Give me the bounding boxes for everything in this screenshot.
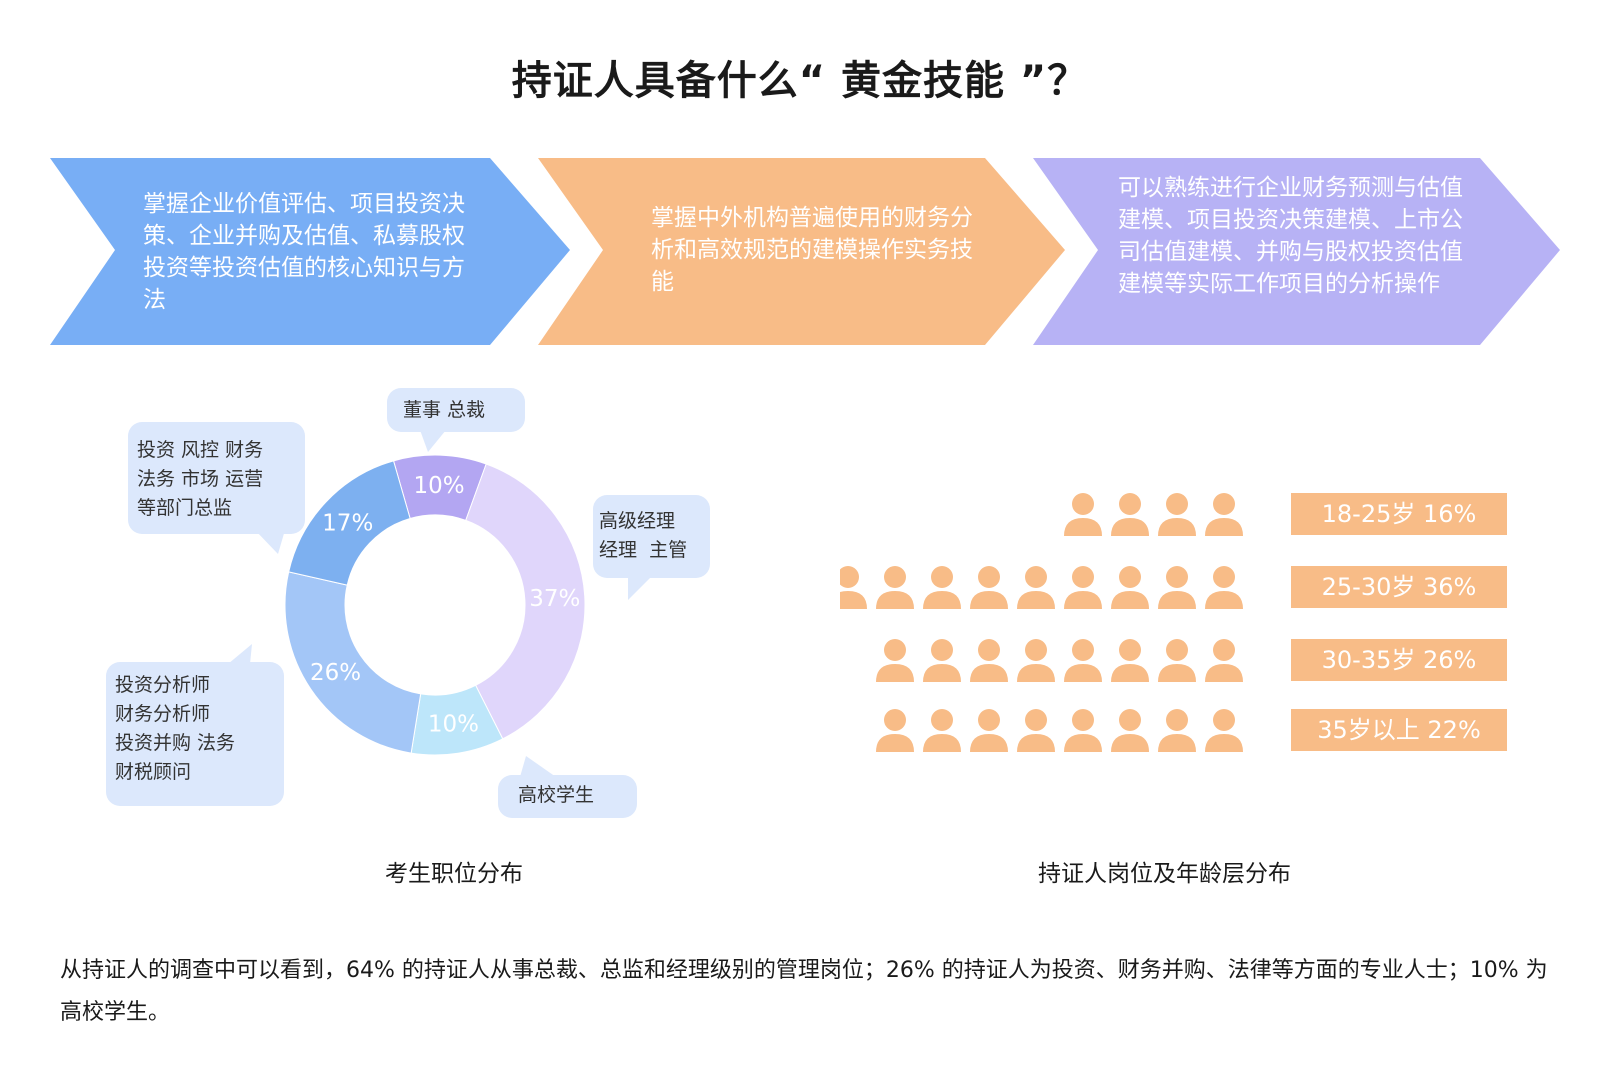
person-icon [1205,709,1243,752]
skill-text-2: 掌握中外机构普遍使用的财务分析和高效规范的建模操作实务技能 [651,205,973,295]
person-icon [876,566,914,609]
person-icon [970,639,1008,682]
person-icon [923,709,961,752]
person-icon [1158,566,1196,609]
person-icon [1111,566,1149,609]
person-icon [1111,709,1149,752]
donut-slice-label: 10% [428,712,479,738]
person-icon [923,566,961,609]
page-title: 持证人具备什么“ 黄金技能 ”？ [511,58,1089,104]
donut-slice-label: 10% [414,473,465,499]
callout-bottom-text: 高校学生 [518,784,595,806]
skill-chevron-3 [1033,158,1560,345]
person-icon [1205,639,1243,682]
pictograph-caption: 持证人岗位及年龄层分布 [1038,861,1291,887]
age-group-label: 35岁以上 22% [1291,709,1507,751]
person-icon [1017,709,1055,752]
person-icon [876,709,914,752]
person-icon [876,639,914,682]
callout-left-top-tail [255,530,285,554]
age-pictograph [840,493,1243,752]
person-icon [840,566,867,609]
person-icon [1205,493,1243,536]
donut-slice [284,571,422,754]
donut-slice-label: 17% [322,511,373,537]
donut-slice [288,460,411,586]
person-icon [970,709,1008,752]
donut-slice-label: 37% [529,586,580,612]
person-icon [1158,493,1196,536]
callout-top-bubble [387,388,525,432]
callout-right-tail [628,576,652,600]
callout-bubbles [106,388,710,818]
skill-chevron-2 [538,158,1065,345]
skill-chevron-1 [50,158,570,345]
callout-top-tail [420,430,446,452]
skill-text-1: 掌握企业价值评估、项目投资决策、企业并购及估值、私募股权投资等投资估值的核心知识… [143,191,465,313]
position-donut-chart: 10% 37% 10% 26% 17% [284,454,586,756]
callout-bottom-tail [520,756,556,777]
person-icon [1064,709,1102,752]
person-icon [1205,566,1243,609]
callout-left-bottom-bubble [106,662,284,806]
person-icon [1064,566,1102,609]
person-icon [970,566,1008,609]
callout-left-bottom-text: 投资分析师 财务分析师 投资并购 法务 财税顾问 [115,674,236,783]
age-group-label: 30-35岁 26% [1291,639,1507,681]
person-icon [1017,639,1055,682]
callout-left-top-bubble [128,422,305,534]
person-icon [1111,639,1149,682]
person-icon [1111,493,1149,536]
donut-chart-caption: 考生职位分布 [385,861,523,887]
person-icon [1064,493,1102,536]
skill-text-3: 可以熟练进行企业财务预测与估值建模、项目投资决策建模、上市公司估值建模、并购与股… [1118,175,1463,297]
callout-right-bubble [593,495,710,578]
skills-chevrons [50,158,1560,345]
person-icon [923,639,961,682]
person-icon [1064,639,1102,682]
person-icon [1158,639,1196,682]
callout-left-top-text: 投资 风控 财务 法务 市场 运营 等部门总监 [137,439,264,519]
callout-bottom-bubble [498,775,637,818]
footer-text: 从持证人的调查中可以看到，64% 的持证人从事总裁、总监和经理级别的管理岗位；2… [60,958,1548,1025]
age-group-label: 25-30岁 36% [1291,566,1507,608]
person-icon [1158,709,1196,752]
person-icon [1017,566,1055,609]
donut-slice [465,463,586,740]
age-group-label: 18-25岁 16% [1291,493,1507,535]
callout-top-text: 董事 总裁 [403,399,486,421]
callout-right-text: 高级经理 经理 主管 [599,510,688,561]
donut-slice-label: 26% [310,660,361,686]
callout-left-bottom-tail [228,644,252,664]
